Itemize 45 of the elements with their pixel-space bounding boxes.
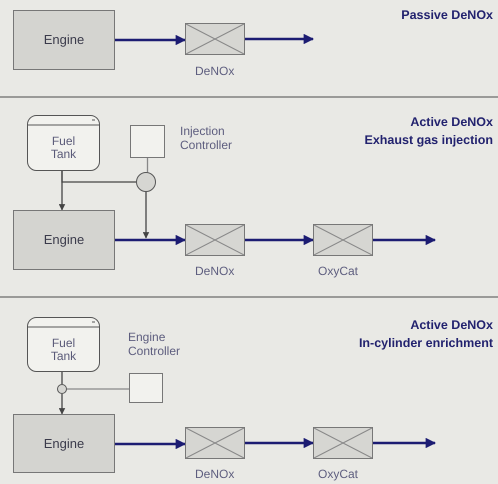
valve-circle — [136, 172, 156, 192]
component-label: OxyCat — [318, 265, 358, 279]
catalyst-box — [313, 224, 373, 256]
panel-title: In-cylinder enrichment — [358, 336, 493, 350]
engine-box — [13, 414, 115, 473]
panel-title: Active DeNOx — [410, 115, 493, 129]
catalyst-box — [185, 427, 245, 459]
connector-line — [61, 171, 136, 183]
component-label: OxyCat — [318, 468, 358, 482]
connector-line — [61, 372, 63, 384]
node-label: Fuel Tank — [50, 336, 78, 362]
component-label: DeNOx — [195, 65, 234, 79]
arrow — [245, 438, 314, 448]
arrow — [115, 34, 186, 46]
controller-box — [130, 125, 165, 158]
component-label: Injection Controller — [180, 125, 234, 153]
node-label: Fuel Tank — [50, 135, 78, 161]
node-label: Engine — [44, 233, 84, 247]
valve-circle — [57, 384, 67, 394]
arrow — [115, 234, 186, 246]
arrow — [58, 394, 66, 415]
panel-title: Active DeNOx — [410, 318, 493, 332]
engine-box — [13, 10, 115, 70]
arrow — [142, 192, 150, 239]
catalyst-box — [313, 427, 373, 459]
component-label: DeNOx — [195, 468, 234, 482]
connector-line — [67, 388, 129, 390]
panel-title: Exhaust gas injection — [364, 133, 493, 147]
node-label: Engine — [44, 33, 84, 47]
catalyst-box — [185, 224, 245, 256]
arrow — [373, 438, 436, 448]
controller-box — [129, 373, 163, 403]
fuel-tank — [27, 317, 100, 372]
engine-box — [13, 210, 115, 270]
arrow — [245, 34, 314, 44]
component-label: Engine Controller — [128, 331, 182, 359]
arrow — [373, 234, 436, 246]
arrow — [245, 234, 314, 246]
catalyst-box — [185, 23, 245, 55]
arrow — [115, 438, 186, 450]
panel-title: Passive DeNOx — [401, 8, 493, 22]
node-label: Engine — [44, 436, 84, 450]
connector-line — [146, 158, 148, 172]
fuel-tank — [27, 115, 100, 171]
component-label: DeNOx — [195, 265, 234, 279]
